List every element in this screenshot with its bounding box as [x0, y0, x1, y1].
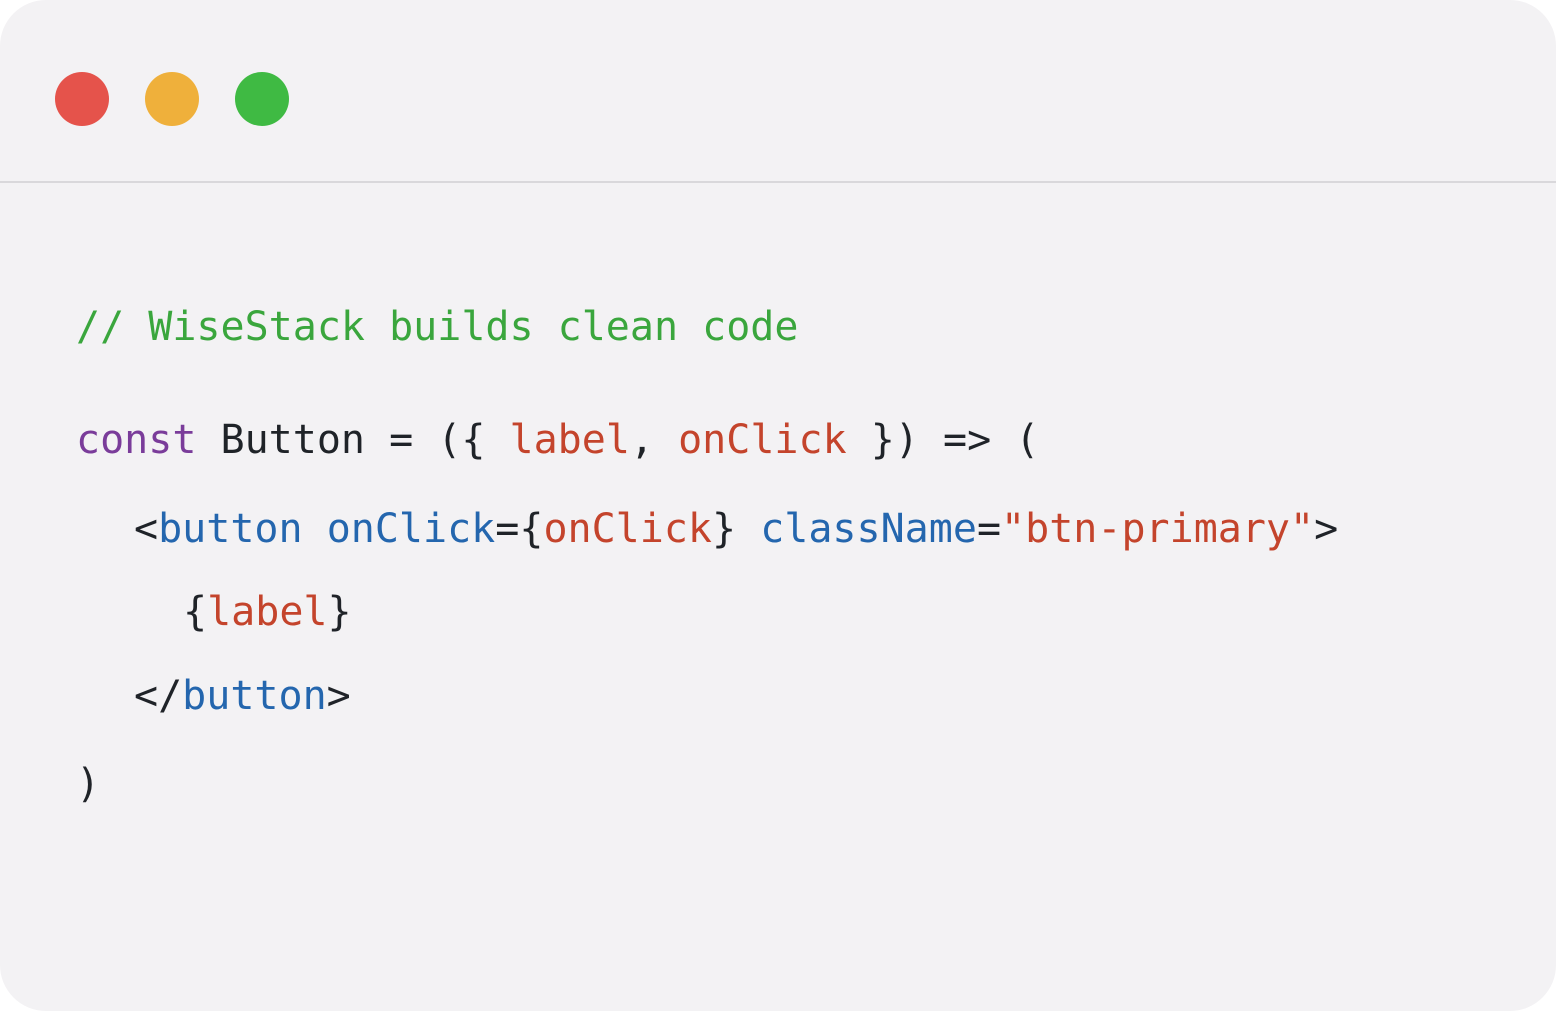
code-token-default: ={: [495, 506, 544, 552]
code-token-default: {: [183, 589, 208, 635]
code-token-default: >: [1314, 506, 1339, 552]
code-token-default: </: [134, 673, 183, 719]
code-line-1: // WiseStack builds clean code: [76, 303, 798, 351]
code-token-string: "btn-primary": [1001, 506, 1315, 552]
code-token-default: ): [76, 761, 101, 807]
code-token-keyword: const: [76, 417, 197, 463]
code-token-variable: onClick: [678, 417, 847, 463]
code-token-default: }) => (: [846, 417, 1040, 463]
window-titlebar: [0, 0, 1556, 183]
code-token-tag: button: [182, 673, 327, 719]
code-line-2: const Button = ({ label, onClick }) => (: [76, 416, 1039, 464]
code-line-6: ): [76, 760, 100, 808]
code-token-default: >: [326, 673, 351, 719]
code-token-default: Button = ({: [196, 417, 510, 463]
code-token-variable: label: [509, 417, 630, 463]
code-line-4: {label}: [183, 588, 352, 636]
code-token-default: [303, 506, 327, 552]
code-token-default: =: [976, 506, 1002, 552]
code-token-default: ,: [629, 417, 679, 463]
minimize-window-button[interactable]: [145, 72, 199, 126]
code-token-default: }: [712, 506, 761, 552]
code-token-default: <: [134, 506, 159, 552]
code-token-tag: button: [158, 506, 303, 552]
code-token-variable: onClick: [543, 506, 713, 552]
code-token-variable: label: [207, 589, 328, 635]
code-token-tag: onClick: [326, 506, 496, 552]
code-token-comment: // WiseStack builds clean code: [76, 304, 799, 350]
code-line-3: <button onClick={onClick} className="btn…: [134, 505, 1338, 553]
code-token-tag: className: [760, 506, 977, 552]
code-token-default: }: [327, 589, 352, 635]
maximize-window-button[interactable]: [235, 72, 289, 126]
close-window-button[interactable]: [55, 72, 109, 126]
code-line-5: </button>: [134, 672, 351, 720]
